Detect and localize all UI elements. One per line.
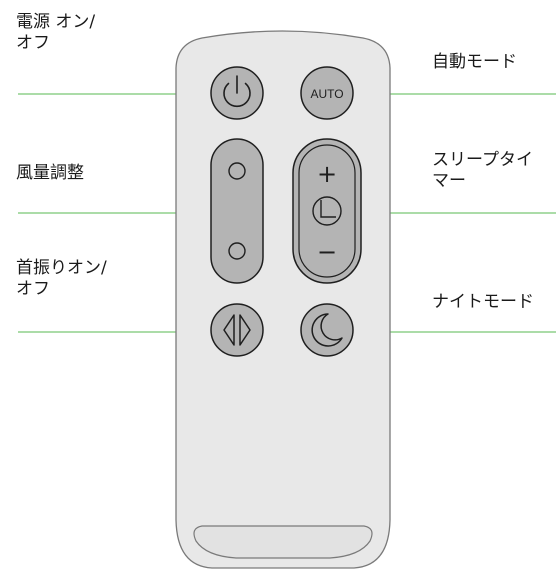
auto-button-label: AUTO — [310, 87, 343, 101]
auto-button[interactable]: AUTO — [300, 66, 354, 120]
power-button[interactable] — [210, 66, 264, 120]
timer-plus-icon: + — [317, 160, 337, 188]
airflow-up-icon — [228, 162, 246, 180]
oscillation-arrows-icon — [223, 314, 251, 346]
label-airflow: 風量調整 — [16, 163, 84, 183]
label-power: 電源 オン/ オフ — [16, 12, 96, 53]
remote-bottom-recess — [193, 525, 373, 559]
airflow-rocker[interactable] — [210, 138, 264, 284]
airflow-down-icon — [228, 242, 246, 260]
label-auto: 自動モード — [432, 52, 517, 72]
moon-icon — [311, 313, 343, 347]
oscillation-button[interactable] — [210, 303, 264, 357]
timer-minus-icon: − — [317, 238, 337, 266]
label-oscillation: 首振りオン/ オフ — [16, 258, 107, 299]
label-night-mode: ナイトモード — [432, 292, 534, 312]
remote-body — [175, 30, 391, 569]
guide-lines — [18, 93, 556, 333]
night-mode-button[interactable] — [300, 303, 354, 357]
label-sleep-timer: スリープタイ マー — [432, 150, 533, 191]
sleep-timer-rocker[interactable]: + − — [292, 138, 362, 284]
clock-icon — [312, 196, 342, 226]
power-icon — [223, 75, 251, 108]
